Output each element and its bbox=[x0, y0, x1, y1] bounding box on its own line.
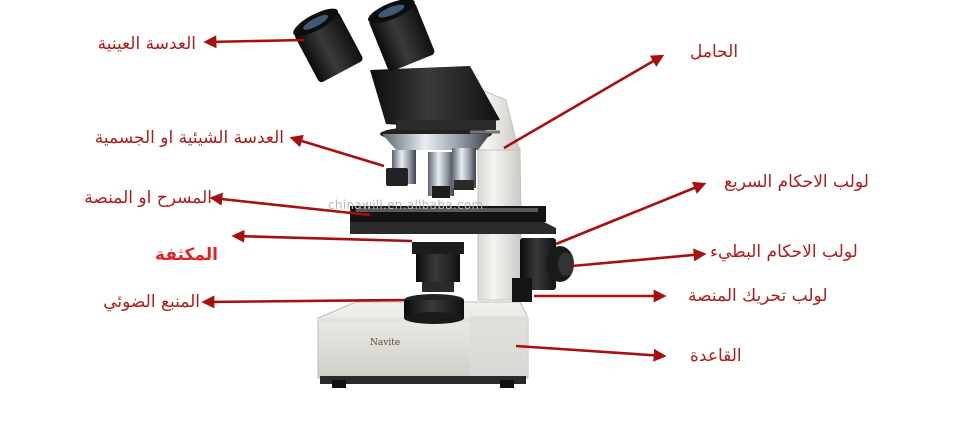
label-condenser: المكثفة bbox=[155, 245, 218, 265]
label-stage-control: لولب تحريك المنصة bbox=[688, 286, 828, 306]
label-arm: الحامل bbox=[690, 42, 738, 62]
microscope-illustration bbox=[290, 0, 574, 388]
label-light-source: المنبع الضوئي bbox=[103, 292, 200, 312]
label-objective: العدسة الشيئية او الجسمية bbox=[95, 128, 284, 148]
arrow-fine-focus bbox=[572, 254, 704, 266]
arrow-objective bbox=[292, 138, 384, 166]
arrow-arm bbox=[504, 56, 662, 148]
arrow-base bbox=[516, 346, 664, 356]
brand-logo-text: Navite bbox=[370, 338, 400, 348]
label-fine-focus: لولب الاحكام البطيء bbox=[710, 242, 858, 262]
arrow-coarse-focus bbox=[556, 184, 704, 244]
arrow-condenser bbox=[234, 236, 412, 241]
arrow-eyepiece bbox=[206, 40, 304, 42]
label-coarse-focus: لولب الاحكام السريع bbox=[724, 172, 869, 192]
label-eyepiece: العدسة العينية bbox=[98, 34, 196, 54]
watermark-text: chinawill.en.alibaba.com bbox=[328, 198, 484, 212]
label-base: القاعدة bbox=[690, 346, 742, 366]
label-stage: المسرح او المنصة bbox=[84, 188, 212, 208]
